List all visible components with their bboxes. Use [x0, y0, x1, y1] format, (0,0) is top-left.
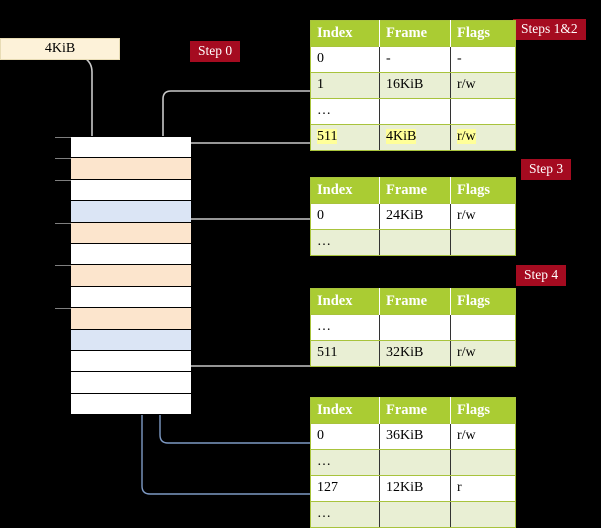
- memory-row-tick: [55, 137, 71, 138]
- cell-frame: [379, 314, 451, 341]
- cell-index: 511: [310, 340, 380, 367]
- column-header-frame: Frame: [379, 288, 451, 315]
- memory-row: [55, 265, 191, 287]
- cell-index: 511: [310, 124, 380, 151]
- cell-index: …: [310, 229, 380, 256]
- cell-index: …: [310, 501, 380, 528]
- memory-row-tick: [55, 308, 71, 310]
- table-header-row: Index Frame Flags: [310, 20, 516, 47]
- cell-flags: r/w: [450, 72, 516, 99]
- cell-frame: 32KiB: [379, 340, 451, 367]
- cell-frame-value: 4KiB: [386, 129, 417, 144]
- cell-index: 0: [310, 203, 380, 230]
- memory-row-tick: [55, 179, 71, 181]
- table-row: 127 12KiB r: [310, 475, 516, 502]
- cell-index: 0: [310, 46, 380, 73]
- size-label-box: 4KiB: [0, 38, 120, 60]
- table-header-row: Index Frame Flags: [310, 177, 516, 204]
- cell-frame: -: [379, 46, 451, 73]
- column-header-flags: Flags: [450, 177, 516, 204]
- cell-flags: [450, 449, 516, 476]
- table-row: 511 32KiB r/w: [310, 340, 516, 367]
- table-row: 0 - -: [310, 46, 516, 73]
- table-row: …: [310, 314, 516, 341]
- table-header-row: Index Frame Flags: [310, 288, 516, 315]
- cell-frame: 12KiB: [379, 475, 451, 502]
- page-table-level-1: Index Frame Flags 0 - - 1 16KiB r/w …: [310, 20, 516, 151]
- cell-flags: -: [450, 46, 516, 73]
- cell-flags: [450, 229, 516, 256]
- table-row-highlighted: 511 4KiB r/w: [310, 124, 516, 151]
- memory-row-tick: [55, 265, 71, 267]
- memory-row: [55, 158, 191, 180]
- cell-frame: 4KiB: [379, 124, 451, 151]
- memory-row: [55, 179, 191, 202]
- cell-frame: [379, 501, 451, 528]
- cell-index-value: 511: [317, 129, 338, 144]
- cell-index: 1: [310, 72, 380, 99]
- memory-row: [71, 351, 191, 373]
- cell-flags: r/w: [450, 423, 516, 450]
- cell-frame: [379, 229, 451, 256]
- cell-flags: r/w: [450, 340, 516, 367]
- page-table-level-3: Index Frame Flags … 511 32KiB r/w: [310, 288, 516, 367]
- cell-flags: [450, 501, 516, 528]
- column-header-flags: Flags: [450, 288, 516, 315]
- column-header-index: Index: [310, 397, 380, 424]
- memory-row: [55, 308, 191, 330]
- cell-flags: r: [450, 475, 516, 502]
- connector-t1-4kib-to-memory: [177, 142, 312, 156]
- memory-row: [55, 222, 191, 244]
- connector-t2-24kib-to-memory: [177, 218, 312, 252]
- page-table-level-4: Index Frame Flags 0 36KiB r/w … 127 12Ki…: [310, 397, 516, 528]
- memory-row: [71, 393, 191, 416]
- memory-row: [71, 286, 191, 309]
- cell-index: …: [310, 314, 380, 341]
- table-row: 0 36KiB r/w: [310, 423, 516, 450]
- cell-index: …: [310, 98, 380, 125]
- table-header-row: Index Frame Flags: [310, 397, 516, 424]
- badge-step-3: Step 3: [521, 159, 572, 180]
- memory-row: [71, 372, 191, 394]
- cell-index: 0: [310, 423, 380, 450]
- column-header-flags: Flags: [450, 20, 516, 47]
- table-row: …: [310, 449, 516, 476]
- table-row: …: [310, 501, 516, 528]
- memory-row-tick: [55, 158, 71, 160]
- cell-flags: [450, 314, 516, 341]
- cell-index: 127: [310, 475, 380, 502]
- column-header-index: Index: [310, 20, 380, 47]
- table-row: …: [310, 98, 516, 125]
- table-row: 1 16KiB r/w: [310, 72, 516, 99]
- cell-frame: 16KiB: [379, 72, 451, 99]
- cell-frame: 36KiB: [379, 423, 451, 450]
- memory-row: [71, 201, 191, 223]
- memory-row: [71, 244, 191, 266]
- cell-frame: [379, 98, 451, 125]
- column-header-index: Index: [310, 288, 380, 315]
- badge-steps-1-2: Steps 1&2: [513, 19, 586, 40]
- badge-step-4: Step 4: [516, 265, 567, 286]
- physical-memory-column: [55, 136, 191, 416]
- cell-flags: r/w: [450, 203, 516, 230]
- memory-row: [55, 137, 191, 159]
- page-table-level-2: Index Frame Flags 0 24KiB r/w …: [310, 177, 516, 256]
- connector-t3-32kib-to-memory: [172, 288, 312, 367]
- memory-row-tick: [55, 222, 71, 224]
- cell-frame: 24KiB: [379, 203, 451, 230]
- cell-index: …: [310, 449, 380, 476]
- table-row: …: [310, 229, 516, 256]
- column-header-frame: Frame: [379, 397, 451, 424]
- column-header-frame: Frame: [379, 20, 451, 47]
- memory-row: [71, 329, 191, 351]
- cell-flags: r/w: [450, 124, 516, 151]
- cell-flags-value: r/w: [457, 129, 476, 144]
- column-header-index: Index: [310, 177, 380, 204]
- cell-frame: [379, 449, 451, 476]
- cell-flags: [450, 98, 516, 125]
- badge-step-0: Step 0: [190, 41, 241, 62]
- column-header-flags: Flags: [450, 397, 516, 424]
- column-header-frame: Frame: [379, 177, 451, 204]
- table-row: 0 24KiB r/w: [310, 203, 516, 230]
